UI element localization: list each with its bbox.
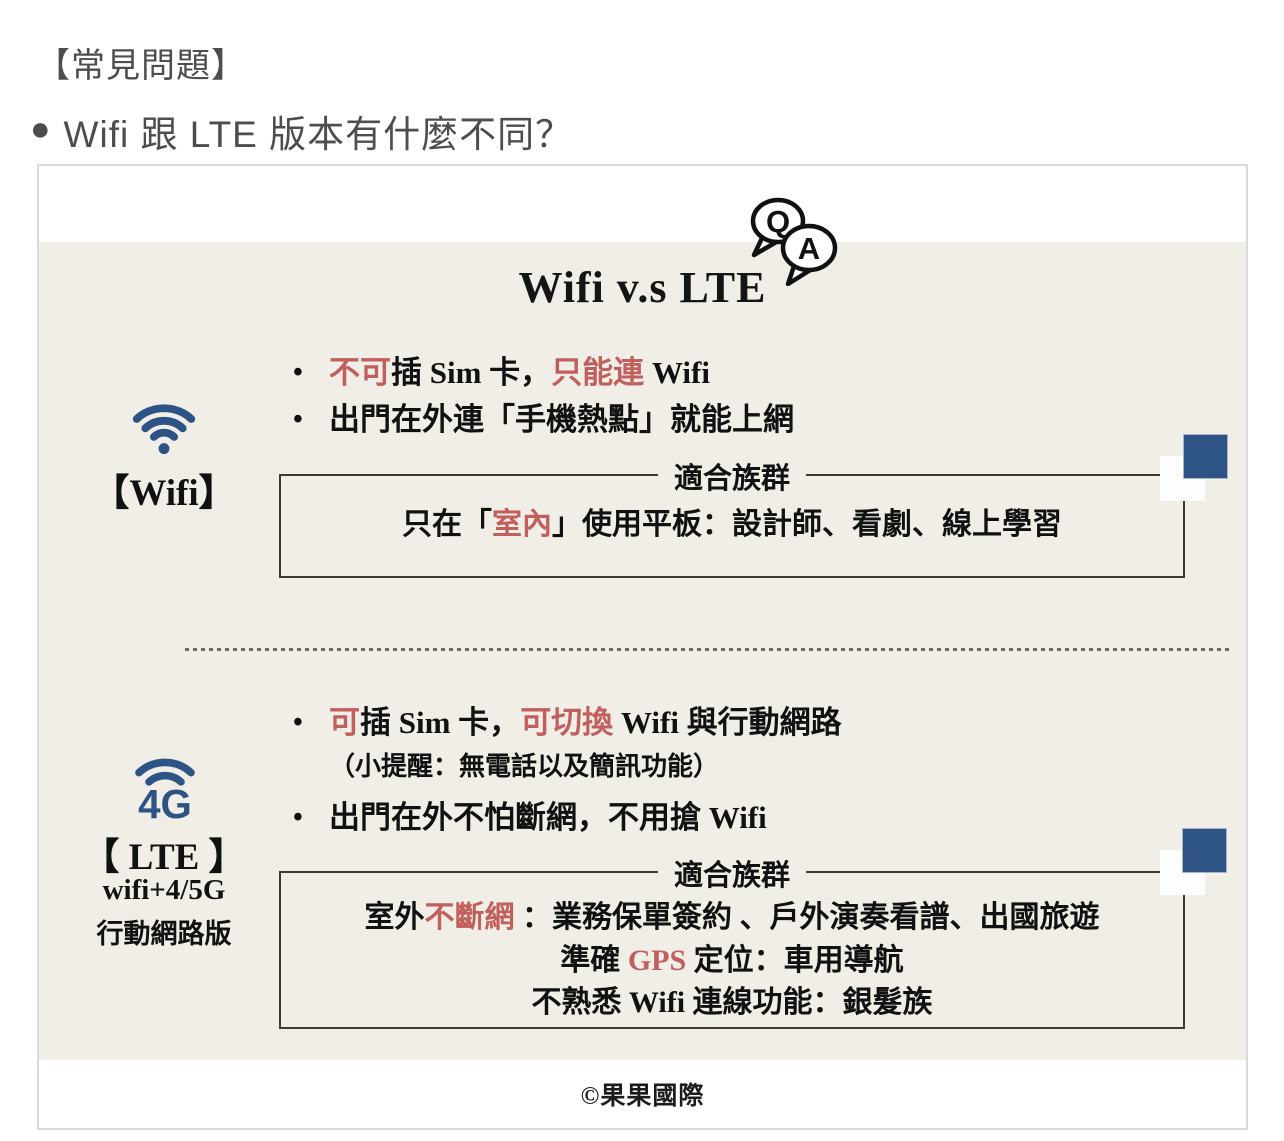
lte-4g-icon: 4G	[135, 758, 195, 827]
lte-sublabel-1: wifi+4/5G	[102, 874, 226, 906]
lte-suitable-box: 適合族群 室外不斷網 ：業務保單簽約 、戶外演奏看譜、出國旅遊 準確 GPS 定…	[279, 852, 1185, 1029]
infographic-panel	[39, 242, 1246, 1060]
wifi-bullet-list: • 不可插 Sim 卡，只能連 Wifi • 出門在外連「手機熱點」就能上網	[293, 350, 794, 443]
lte-suitable-line-3: 不熟悉 Wifi 連線功能：銀髮族	[531, 986, 933, 1020]
section-divider	[185, 648, 1229, 651]
lte-bullet-1-text: 可插 Sim 卡，可切換 Wifi 與行動網路	[329, 705, 842, 740]
bullet-dot-icon: •	[293, 357, 303, 388]
lte-reminder-note: （小提醒：無電話以及簡訊功能）	[329, 751, 720, 781]
faq-question: ● Wifi 跟 LTE 版本有什麼不同？	[30, 104, 573, 158]
faq-question-text: Wifi 跟 LTE 版本有什麼不同？	[63, 114, 574, 155]
copyright-text: ©果果國際	[580, 1083, 705, 1110]
wifi-suitable-line-1: 只在「室內」使用平板：設計師、看劇、線上學習	[402, 508, 1062, 541]
lte-suitable-line-2: 準確 GPS 定位：車用導航	[560, 943, 904, 977]
qa-q-letter: Q	[766, 204, 790, 239]
bullet-dot-icon: •	[293, 403, 303, 435]
infographic-title: Wifi v.s LTE	[518, 263, 767, 312]
pixel-deco-blue-square	[1182, 828, 1227, 873]
lte-4g-text: 4G	[138, 781, 192, 827]
infographic-card: Q A Wifi v.s LTE 【Wifi】 • 不可插 Sim 卡，只能連 …	[37, 164, 1248, 1130]
bullet-dot-icon: •	[293, 707, 303, 738]
wifi-bullet-2: • 出門在外連「手機熱點」就能上網	[293, 397, 794, 444]
lte-bullet-2-text: 出門在外不怕斷網，不用搶 Wifi	[329, 799, 767, 835]
wifi-bullet-1: • 不可插 Sim 卡，只能連 Wifi	[293, 350, 794, 397]
lte-bullet-1: • 可插 Sim 卡，可切換 Wifi 與行動網路	[293, 700, 842, 747]
wifi-suitable-box: 適合族群 只在「室內」使用平板：設計師、看劇、線上學習	[279, 455, 1185, 578]
lte-bullet-list: • 可插 Sim 卡，可切換 Wifi 與行動網路 （小提醒：無電話以及簡訊功能…	[293, 700, 842, 841]
wifi-bullet-1-text: 不可插 Sim 卡，只能連 Wifi	[329, 355, 710, 390]
question-bullet-icon: ●	[30, 110, 52, 148]
lte-suitable-line-1: 室外不斷網 ：業務保單簽約 、戶外演奏看譜、出國旅遊	[364, 901, 1100, 934]
qa-a-letter: A	[798, 231, 820, 266]
wifi-suitable-legend: 適合族群	[657, 455, 807, 497]
lte-section-label: 【 LTE 】	[82, 837, 246, 878]
pixel-deco-blue-square	[1183, 434, 1228, 479]
wifi-bullet-2-text: 出門在外連「手機熱點」就能上網	[329, 401, 794, 437]
wifi-icon	[132, 404, 196, 455]
card-footer-strip: ©果果國際	[39, 1060, 1246, 1128]
lte-bullet-2: • 出門在外不怕斷網，不用搶 Wifi	[293, 795, 842, 842]
qa-bubbles-icon: Q A	[750, 197, 838, 286]
bullet-dot-icon: •	[293, 801, 303, 833]
wifi-section-label: 【Wifi】	[92, 473, 236, 514]
lte-sublabel-2: 行動網路版	[96, 919, 232, 949]
lte-suitable-legend: 適合族群	[657, 852, 807, 894]
faq-section-title: 【常見問題】	[36, 47, 246, 85]
